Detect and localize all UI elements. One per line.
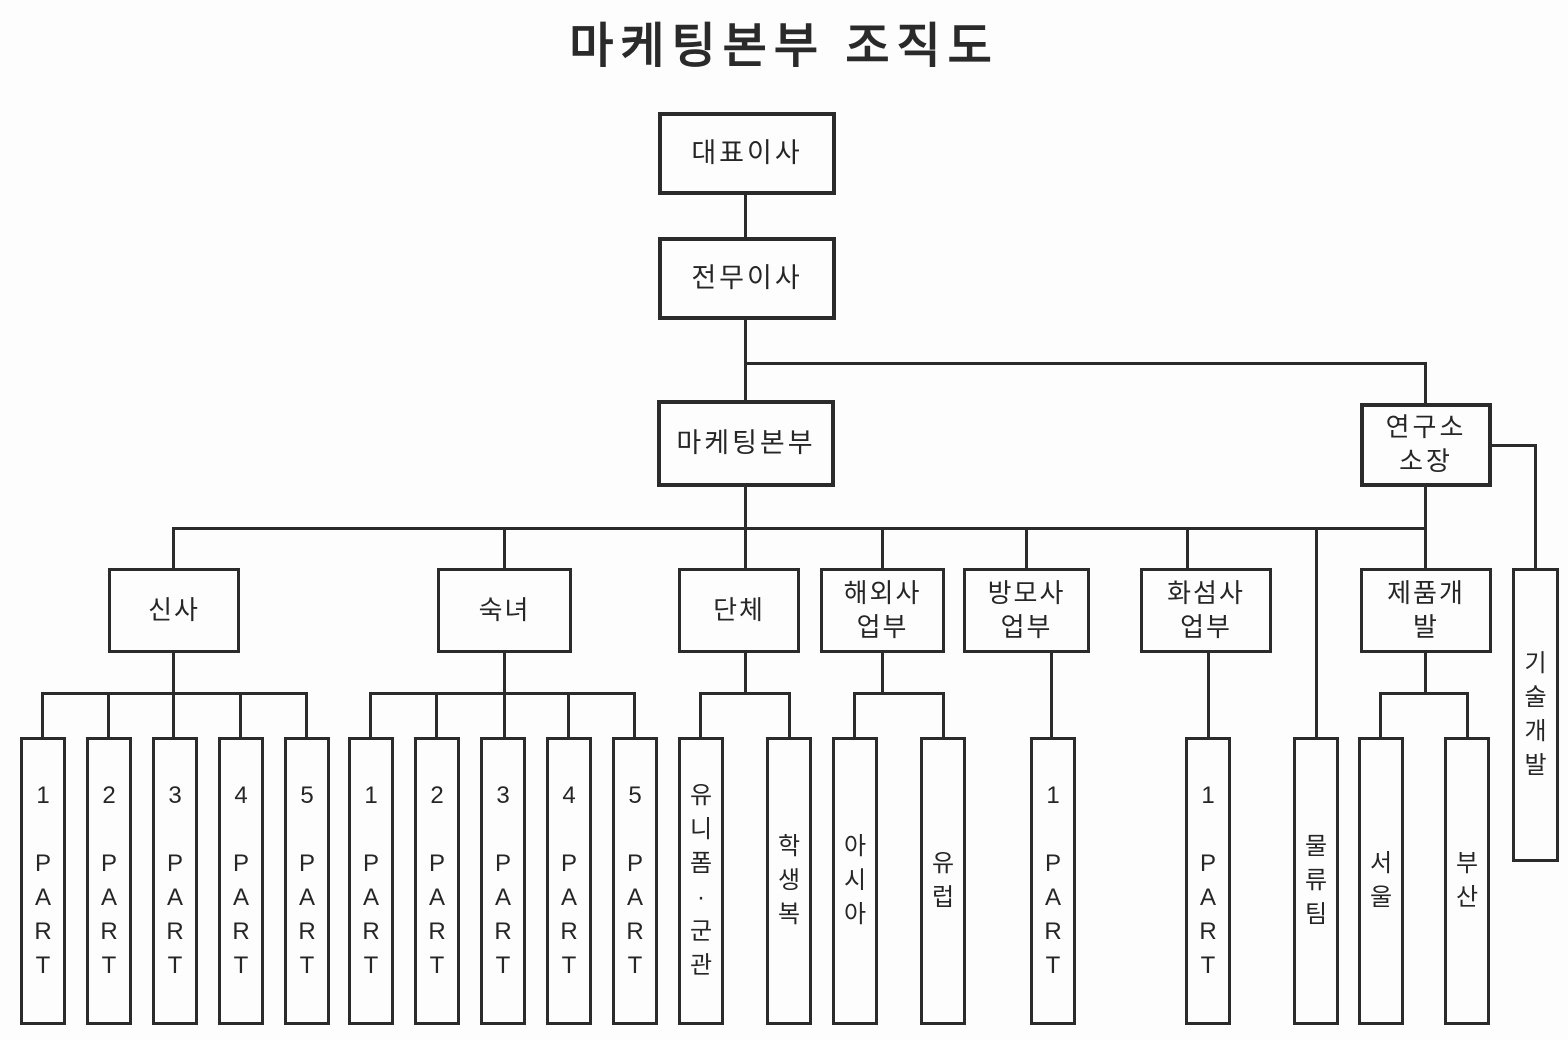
overseas-stem bbox=[881, 653, 884, 692]
dropper-chem-fiber bbox=[1186, 527, 1189, 568]
connector-mkt-rail bbox=[744, 487, 747, 527]
box-dept-chem-fiber: 화섬사 업부 bbox=[1140, 568, 1272, 653]
ladies-drop-2 bbox=[435, 692, 438, 737]
mens-stem bbox=[172, 653, 175, 737]
box-dept-group: 단체 bbox=[678, 568, 800, 653]
page-title: 마케팅본부 조직도 bbox=[569, 20, 999, 73]
product-dev-bar bbox=[1379, 692, 1469, 695]
box-ladies-part-2: 2 P A R T bbox=[414, 737, 460, 1025]
box-mens-part-4: 4 P A R T bbox=[218, 737, 264, 1025]
box-mens-part-3: 3 P A R T bbox=[152, 737, 198, 1025]
box-chem-fiber-part-1: 1 P A R T bbox=[1185, 737, 1231, 1025]
box-ladies-part-4: 4 P A R T bbox=[546, 737, 592, 1025]
box-marketing-hq: 마케팅본부 bbox=[657, 400, 835, 487]
connector-exec-mkt bbox=[744, 320, 747, 400]
box-tech-dev: 기 술 개 발 bbox=[1512, 568, 1559, 862]
group-drop-2 bbox=[788, 692, 791, 737]
dropper-logistics bbox=[1315, 527, 1318, 737]
woolen-stem bbox=[1050, 653, 1053, 737]
mens-drop-1 bbox=[41, 692, 44, 737]
dropper-mens bbox=[172, 527, 175, 568]
box-asia: 아 시 아 bbox=[832, 737, 878, 1025]
mens-drop-2 bbox=[107, 692, 110, 737]
box-school-uniform: 학 생 복 bbox=[766, 737, 812, 1025]
connector-ceo-exec bbox=[744, 195, 747, 237]
overseas-drop-2 bbox=[942, 692, 945, 737]
mens-drop-5 bbox=[305, 692, 308, 737]
ladies-drop-5 bbox=[633, 692, 636, 737]
ladies-drop-4 bbox=[567, 692, 570, 737]
ladies-bar bbox=[369, 692, 636, 695]
mens-drop-4 bbox=[239, 692, 242, 737]
product-dev-stem bbox=[1424, 653, 1427, 692]
chem-fiber-stem bbox=[1207, 653, 1210, 737]
connector-branch-research-h bbox=[744, 362, 1427, 365]
product-dev-drop-1 bbox=[1379, 692, 1382, 737]
box-ladies-part-5: 5 P A R T bbox=[612, 737, 658, 1025]
box-mens-part-5: 5 P A R T bbox=[284, 737, 330, 1025]
dropper-group bbox=[744, 527, 747, 568]
box-mens-part-1: 1 P A R T bbox=[20, 737, 66, 1025]
box-uniform-military: 유 니 폼 · 군 관 bbox=[678, 737, 724, 1025]
group-stem bbox=[744, 653, 747, 692]
product-dev-drop-2 bbox=[1466, 692, 1469, 737]
overseas-drop-1 bbox=[853, 692, 856, 737]
box-executive-director: 전무이사 bbox=[658, 237, 836, 320]
dropper-product-dev bbox=[1424, 527, 1427, 568]
box-ceo: 대표이사 bbox=[658, 112, 836, 195]
box-mens-part-2: 2 P A R T bbox=[86, 737, 132, 1025]
group-drop-1 bbox=[699, 692, 702, 737]
box-woolen-part-1: 1 P A R T bbox=[1030, 737, 1076, 1025]
box-europe: 유 럽 bbox=[920, 737, 966, 1025]
mens-bar bbox=[41, 692, 308, 695]
box-busan: 부 산 bbox=[1444, 737, 1490, 1025]
box-logistics-team: 물 류 팀 bbox=[1293, 737, 1339, 1025]
box-dept-product-dev: 제품개 발 bbox=[1360, 568, 1492, 653]
connector-research-techdev-h bbox=[1492, 444, 1537, 447]
dropper-woolen bbox=[1025, 527, 1028, 568]
ladies-drop-1 bbox=[369, 692, 372, 737]
connector-branch-research-v bbox=[1424, 362, 1427, 403]
group-bar bbox=[699, 692, 791, 695]
dropper-ladies bbox=[503, 527, 506, 568]
ladies-stem bbox=[503, 653, 506, 737]
box-research-lab-head: 연구소 소장 bbox=[1360, 403, 1492, 487]
box-ladies-part-1: 1 P A R T bbox=[348, 737, 394, 1025]
box-dept-ladies: 숙녀 bbox=[437, 568, 572, 653]
box-dept-overseas: 해외사 업부 bbox=[820, 568, 945, 653]
box-ladies-part-3: 3 P A R T bbox=[480, 737, 526, 1025]
main-rail bbox=[172, 527, 1427, 530]
connector-research-rail bbox=[1424, 487, 1427, 527]
box-dept-mens: 신사 bbox=[108, 568, 240, 653]
connector-research-techdev-v bbox=[1534, 444, 1537, 568]
overseas-bar bbox=[853, 692, 945, 695]
box-dept-woolen: 방모사 업부 bbox=[963, 568, 1090, 653]
dropper-overseas bbox=[881, 527, 884, 568]
box-seoul: 서 울 bbox=[1358, 737, 1404, 1025]
